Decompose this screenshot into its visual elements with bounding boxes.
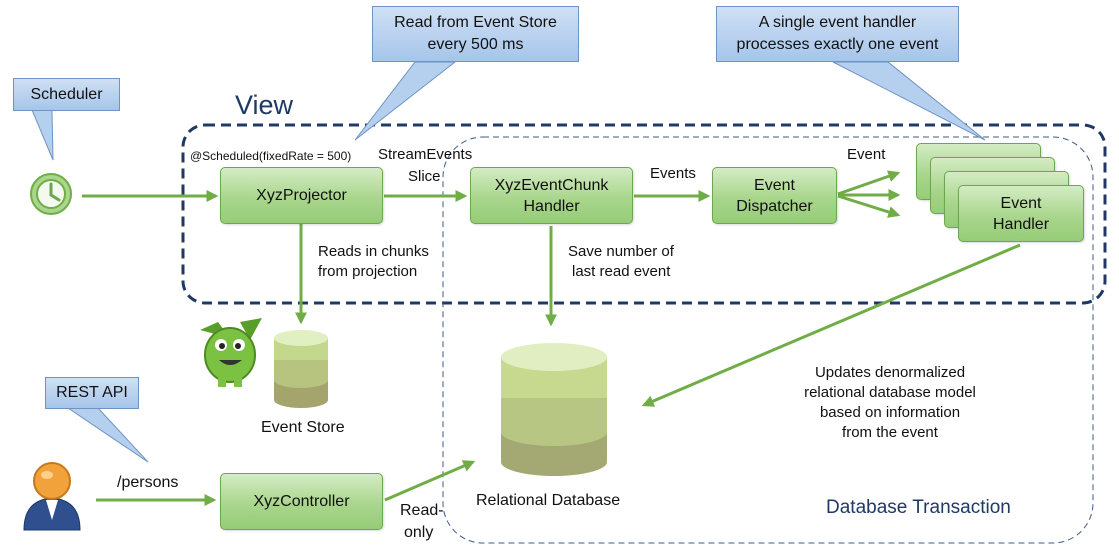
view-title: View (235, 90, 294, 120)
reads-chunks-label-line1: Reads in chunks (318, 243, 429, 260)
scheduler-callout: Scheduler (13, 78, 120, 111)
dispatcher-to-handler-arrow-bottom (837, 194, 901, 218)
projector-box: XyzProjector (220, 167, 383, 224)
event-store-cylinder (274, 330, 328, 408)
persons-label: /persons (117, 474, 179, 491)
read-only-label-line1: Read- (400, 502, 444, 519)
slice-label: Slice (408, 168, 441, 185)
single-handler-callout-tail (832, 61, 986, 141)
transaction-boundary (442, 136, 1094, 544)
view-boundary (181, 123, 1107, 305)
single-handler-callout: A single event handler processes exactly… (716, 6, 959, 62)
relational-db-label: Relational Database (476, 492, 621, 509)
handler-to-db-arrow (641, 243, 1021, 407)
updates-label-line1: Updates denormalized (814, 364, 966, 381)
read-store-callout-tail (354, 61, 457, 141)
user-avatar-icon (23, 462, 81, 531)
event-handler-box: Event Handler (958, 185, 1084, 242)
controller-box: XyzController (220, 473, 383, 530)
events-label: Events (650, 165, 696, 182)
read-from-store-callout: Read from Event Store every 500 ms (372, 6, 579, 62)
updates-label-line2: relational database model (804, 384, 976, 401)
event-label: Event (847, 146, 886, 163)
updates-label-line3: based on information (819, 404, 961, 421)
save-number-label-line1: Save number of (568, 243, 674, 260)
dispatcher-box: Event Dispatcher (712, 167, 837, 224)
save-number-label-line2: last read event (572, 263, 671, 280)
event-store-label: Event Store (261, 419, 345, 436)
relational-db-cylinder (501, 343, 607, 476)
stream-events-label: StreamEvents (378, 146, 473, 163)
clock-icon (30, 173, 72, 215)
chunk-handler-box: XyzEventChunk Handler (470, 167, 633, 224)
controller-to-db-arrow (384, 460, 476, 502)
updates-label-line4: from the event (842, 424, 938, 441)
monster-mascot-icon (200, 318, 262, 387)
scheduled-annotation: @Scheduled(fixedRate = 500) (190, 149, 352, 163)
dispatcher-to-handler-arrow-top (837, 170, 901, 196)
rest-api-callout: REST API (45, 377, 139, 409)
rest-api-callout-tail (66, 407, 149, 463)
scheduler-callout-tail (31, 109, 54, 161)
reads-chunks-label-line2: from projection (318, 263, 418, 280)
transaction-title: Database Transaction (826, 497, 1011, 518)
read-only-label-line2: only (404, 524, 434, 541)
